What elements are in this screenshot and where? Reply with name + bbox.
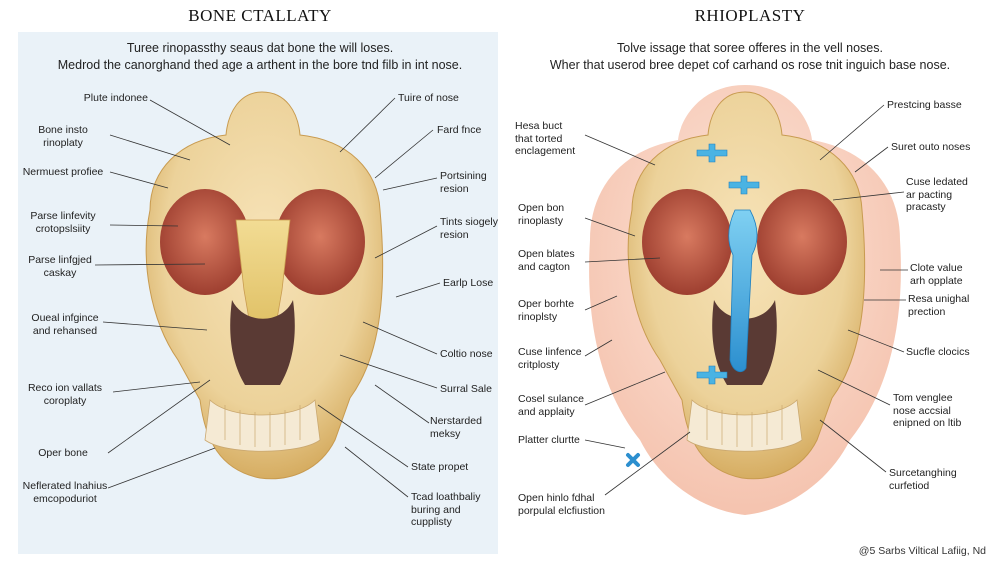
left-title: BONE CTALLATY — [188, 6, 332, 25]
left-label-8: Oper bone — [38, 447, 88, 459]
left-skull — [145, 91, 384, 480]
left-description-line-1: Turee rinopassthy seaus dat bone the wil… — [126, 41, 394, 55]
left-label-16: Surral Sale — [440, 383, 492, 395]
right-label-13: Resa unighal prection — [908, 293, 970, 318]
left-label-17: Nerstarded meksy — [430, 415, 482, 440]
right-label-5: Cuse linfence critplosty — [518, 346, 582, 371]
left-label-15: Coltio nose — [440, 348, 493, 360]
left-label-18: State propet — [411, 461, 469, 473]
right-skull — [589, 85, 901, 515]
left-label-5: Parse linfgjed caskay — [28, 254, 92, 279]
left-label-13: Tints siogely resion — [440, 216, 498, 241]
plus-markers — [696, 143, 760, 385]
right-description-line-2: Wher that userod bree depet cof carhand … — [549, 58, 951, 72]
left-label-3: Nermuest profiee — [22, 166, 104, 178]
left-label-6: Oueal infgince and rehansed — [31, 312, 99, 337]
left-orbit-1 — [160, 189, 250, 295]
right-title: RHIOPLASTY — [694, 6, 806, 25]
right-label-12: Clote value arh opplate — [910, 262, 963, 287]
right-label-11: Cuse ledated ar pacting pracasty — [906, 176, 968, 213]
left-label-4: Parse linfevity crotopslsiity — [30, 210, 96, 235]
right-description: Tolve issage that soree offeres in the v… — [510, 40, 990, 74]
right-label-2: Open bon rinoplasty — [518, 202, 565, 227]
nasal-implant — [728, 209, 758, 373]
right-label-10: Suret outo noses — [891, 141, 971, 153]
right-label-14: Sucfle clocics — [906, 346, 970, 358]
left-description: Turee rinopassthy seaus dat bone the wil… — [30, 40, 490, 74]
left-label-7: Reco ion vallats coroplaty — [27, 382, 103, 407]
right-label-16: Surcetanghing curfetiod — [889, 467, 957, 492]
left-label-10: Tuire of nose — [398, 92, 459, 104]
left-label-11: Fard fnce — [437, 124, 482, 136]
left-description-line-2: Medrod the canorghand thed age a arthent… — [57, 58, 463, 72]
right-orbit-1 — [642, 189, 732, 295]
right-leaders — [584, 104, 908, 496]
left-label-9: Neflerated lnahius emcopoduriot — [22, 480, 108, 505]
right-label-9: Prestcing basse — [887, 99, 962, 111]
right-label-8: Open hinlo fdhal porpulal elcfiustion — [518, 492, 605, 517]
left-label-2: Bone insto rinoplaty — [38, 124, 88, 149]
right-label-15: Tom venglee nose accsial enipned on ltib — [893, 392, 962, 429]
left-orbit-2 — [275, 189, 365, 295]
right-label-7: Platter clurtte — [518, 434, 580, 446]
right-label-6: Cosel sulance and applaity — [518, 393, 584, 418]
right-label-3: Open blates and cagton — [518, 248, 575, 273]
right-label-4: Oper borhte rinoplsty — [518, 298, 575, 323]
right-orbit-2 — [757, 189, 847, 295]
left-label-12: Portsining resion — [440, 170, 487, 195]
right-label-1: Hesa buct that torted enclagement — [515, 120, 576, 157]
left-label-1: Plute indonee — [83, 92, 148, 104]
x-marker — [626, 453, 640, 467]
left-leaders — [94, 97, 441, 498]
right-description-line-1: Tolve issage that soree offeres in the v… — [617, 41, 883, 55]
left-label-14: Earlp Lose — [443, 277, 494, 289]
left-label-19: Tcad loathbaliy buring and cupplisty — [411, 491, 481, 528]
copyright-notice: @5 Sarbs Viltical Lafiig, Nd — [858, 545, 986, 557]
